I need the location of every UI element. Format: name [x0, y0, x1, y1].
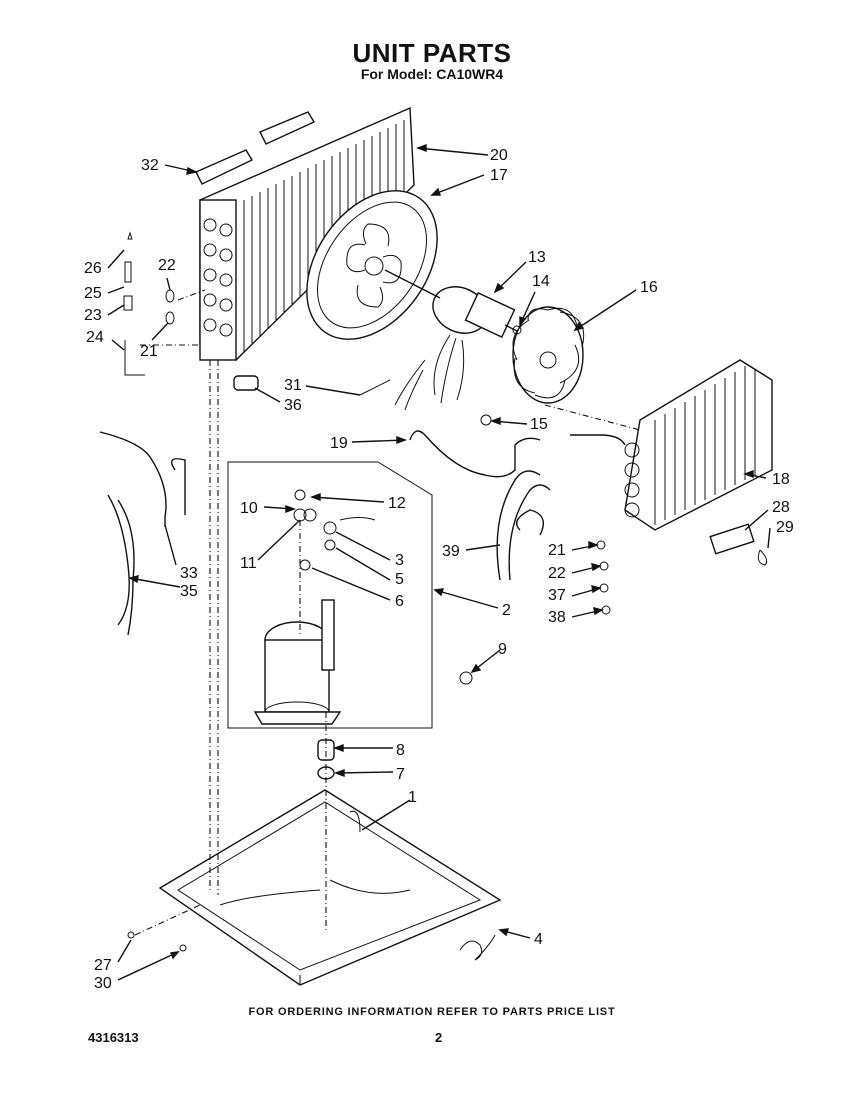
callout-31: 31: [284, 377, 302, 394]
callout-12: 12: [388, 495, 406, 512]
callout-22: 22: [158, 257, 176, 274]
callout-32: 32: [141, 157, 159, 174]
callout-6: 6: [395, 593, 404, 610]
wire-harness: [233, 359, 426, 411]
callout-26: 26: [84, 260, 102, 277]
compressor: [253, 489, 376, 725]
document-number: 4316313: [88, 1030, 139, 1045]
compressor-assembly-box: [227, 461, 433, 729]
callout-19: 19: [330, 435, 348, 452]
callout-35: 35: [180, 583, 198, 600]
callout-11: 11: [240, 555, 257, 572]
callout-9: 9: [498, 641, 507, 658]
callout-30: 30: [94, 975, 112, 992]
assembly-lines: [134, 289, 641, 936]
grommets: [317, 671, 473, 780]
page-title: UNIT PARTS: [352, 38, 512, 68]
callout-33: 33: [180, 565, 198, 582]
callout-20: 20: [490, 147, 508, 164]
fan-motor: [384, 269, 546, 404]
callout-23: 23: [84, 307, 102, 324]
base-pan: [158, 789, 502, 986]
callout-38: 38: [548, 609, 566, 626]
callout-21: 21: [140, 343, 158, 360]
callout-22b: 22: [548, 565, 566, 582]
ordering-note: FOR ORDERING INFORMATION REFER TO PARTS …: [248, 1006, 616, 1018]
callout-8: 8: [396, 742, 405, 759]
callout-28: 28: [772, 499, 790, 516]
callout-leaders: [107, 143, 771, 981]
condenser-coil: [199, 106, 415, 361]
callout-7: 7: [396, 766, 405, 783]
small-fasteners: [123, 231, 768, 961]
callout-27: 27: [94, 957, 112, 974]
callout-2: 2: [502, 602, 511, 619]
callout-24: 24: [86, 329, 104, 346]
evaporator-coil: [570, 359, 773, 531]
callout-18: 18: [772, 471, 790, 488]
callout-17: 17: [490, 167, 508, 184]
fan-shroud: [306, 190, 438, 340]
callout-21b: 21: [548, 542, 566, 559]
callout-labels: 20 17 32 13 14 16 26 22 25 23 24 21 31 3…: [84, 147, 794, 992]
callout-15: 15: [530, 416, 548, 433]
callout-39: 39: [442, 543, 460, 560]
callout-1: 1: [408, 789, 417, 806]
callout-25: 25: [84, 285, 102, 302]
callout-13: 13: [528, 249, 546, 266]
callout-36: 36: [284, 397, 302, 414]
callout-14: 14: [532, 273, 550, 290]
callout-5: 5: [395, 571, 404, 588]
blower-wheel: [512, 306, 585, 404]
callout-4: 4: [534, 931, 543, 948]
callout-29: 29: [776, 519, 794, 536]
callout-16: 16: [640, 279, 658, 296]
callout-10: 10: [240, 500, 258, 517]
page-number: 2: [435, 1030, 443, 1045]
callout-3: 3: [395, 552, 404, 569]
model-subtitle: For Model: CA10WR4: [360, 66, 504, 82]
side-tubes: [99, 431, 186, 636]
refrigerant-tubing: [409, 430, 551, 581]
mounting-brackets: [195, 111, 316, 185]
callout-37: 37: [548, 587, 566, 604]
